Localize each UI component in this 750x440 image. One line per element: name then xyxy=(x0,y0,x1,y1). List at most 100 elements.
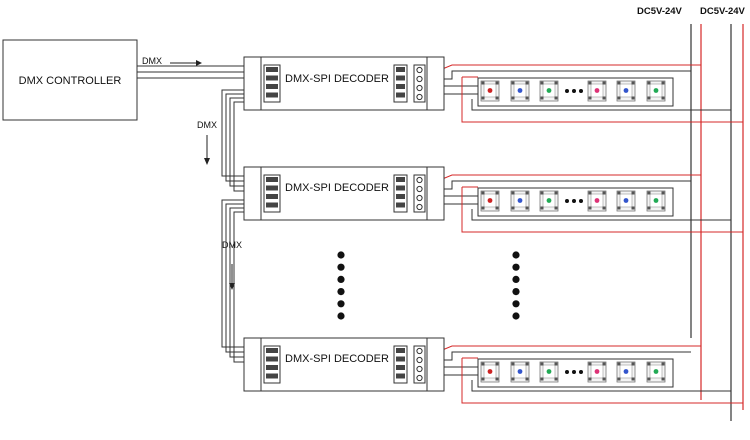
dmx-arrow-down-1 xyxy=(204,135,210,165)
decoder-power-positive xyxy=(419,64,701,71)
screw-terminal xyxy=(416,75,423,83)
strip-body xyxy=(477,77,674,107)
input-terminal-pin xyxy=(266,75,278,81)
input-terminal-pin xyxy=(266,365,278,370)
ellipsis-dot xyxy=(337,275,345,283)
led-pixel-pad xyxy=(647,191,651,195)
led-pixel-pad xyxy=(602,362,606,366)
strip-power-negative xyxy=(471,99,731,111)
led-pixel-pad xyxy=(540,362,544,366)
led-pixel-pad xyxy=(588,206,592,210)
led-pixel-pad xyxy=(554,96,558,100)
output-terminal-pin xyxy=(396,373,405,379)
led-pixel-dot xyxy=(517,198,523,203)
output-terminal-pin xyxy=(396,194,405,199)
decoder-unit-2: DMX-SPI DECODER xyxy=(243,166,445,221)
screw-terminal xyxy=(416,176,423,184)
led-pixel-pad xyxy=(617,206,621,210)
decoder-label: DMX-SPI DECODER xyxy=(285,353,389,365)
led-pixel-pad xyxy=(481,191,485,195)
decoder-body xyxy=(243,337,445,392)
led-pixel-pad xyxy=(540,191,544,195)
input-terminal-pin xyxy=(266,356,278,362)
led-pixel-pad xyxy=(588,362,592,366)
led-pixel xyxy=(510,190,530,212)
led-pixel-pad xyxy=(511,362,515,366)
led-pixel-pad xyxy=(647,362,651,366)
output-terminal-pin xyxy=(396,356,405,362)
strip-ellipsis-dot xyxy=(572,370,576,374)
output-terminal-pin xyxy=(396,348,405,353)
led-pixel-pad xyxy=(495,191,499,195)
led-pixel-dot xyxy=(517,88,523,93)
led-pixel-dot xyxy=(487,88,493,93)
strip-power-negative xyxy=(471,209,731,221)
input-terminal-pin xyxy=(266,373,278,379)
led-pixel-pad xyxy=(631,191,635,195)
ellipsis-dot xyxy=(512,275,520,283)
led-pixel xyxy=(616,190,636,212)
ellipsis-dot xyxy=(512,251,520,259)
led-pixel-pad xyxy=(511,191,515,195)
led-pixel-pad xyxy=(495,81,499,85)
led-pixel-dot xyxy=(594,88,600,93)
led-pixel-dot xyxy=(653,198,659,203)
ellipsis-dot xyxy=(337,312,345,320)
dmx-label-mid1: DMX xyxy=(197,120,217,130)
led-pixel-pad xyxy=(647,81,651,85)
input-terminal-pin xyxy=(266,92,278,98)
led-pixel xyxy=(539,80,559,102)
screw-terminal xyxy=(416,374,423,382)
dmx-link-wire xyxy=(229,207,264,358)
screw-terminal xyxy=(416,66,423,74)
dmx-link-wire xyxy=(221,199,264,348)
led-pixel-pad xyxy=(661,191,665,195)
led-pixel xyxy=(510,80,530,102)
led-pixel-pad xyxy=(602,206,606,210)
strip-ellipsis-dot xyxy=(572,199,576,203)
dmx-controller: DMX CONTROLLER xyxy=(2,39,138,121)
input-terminal-pin xyxy=(266,194,278,199)
screw-terminal xyxy=(416,84,423,92)
led-pixel xyxy=(587,190,607,212)
led-pixel-dot xyxy=(594,369,600,374)
led-pixel-pad xyxy=(554,81,558,85)
led-pixel-pad xyxy=(525,96,529,100)
output-terminal-pin xyxy=(396,75,405,81)
decoder-unit-1: DMX-SPI DECODER xyxy=(243,56,445,111)
led-pixel xyxy=(616,361,636,383)
led-pixel-pad xyxy=(525,206,529,210)
led-pixel-pad xyxy=(602,191,606,195)
input-terminal-pin xyxy=(266,348,278,353)
strip-power-positive xyxy=(461,358,743,404)
output-terminal-pin xyxy=(396,67,405,72)
decoder-unit-3: DMX-SPI DECODER xyxy=(243,337,445,392)
led-pixel-pad xyxy=(525,377,529,381)
ellipsis-dot xyxy=(337,300,345,308)
led-pixel-pad xyxy=(511,206,515,210)
led-pixel-pad xyxy=(647,96,651,100)
strip-power-positive xyxy=(461,77,743,123)
dmx-arrow-right xyxy=(170,60,202,66)
led-pixel xyxy=(616,80,636,102)
led-pixel-pad xyxy=(588,191,592,195)
led-pixel-pad xyxy=(525,191,529,195)
led-pixel-pad xyxy=(631,377,635,381)
strip-ellipsis-dot xyxy=(565,370,569,374)
led-pixel-pad xyxy=(631,362,635,366)
output-terminal-pin xyxy=(396,84,405,89)
led-pixel-dot xyxy=(487,369,493,374)
led-pixel-dot xyxy=(623,198,629,203)
led-pixel-pad xyxy=(495,96,499,100)
ellipsis-dot xyxy=(512,300,520,308)
led-pixel-dot xyxy=(623,88,629,93)
decoder-label: DMX-SPI DECODER xyxy=(285,182,389,194)
screw-terminal xyxy=(416,356,423,364)
led-pixel-pad xyxy=(617,362,621,366)
strip-ellipsis-dot xyxy=(572,89,576,93)
decoder-label: DMX-SPI DECODER xyxy=(285,73,389,85)
led-pixel-dot xyxy=(546,198,552,203)
led-pixel-pad xyxy=(495,206,499,210)
led-strip-1 xyxy=(477,77,674,107)
